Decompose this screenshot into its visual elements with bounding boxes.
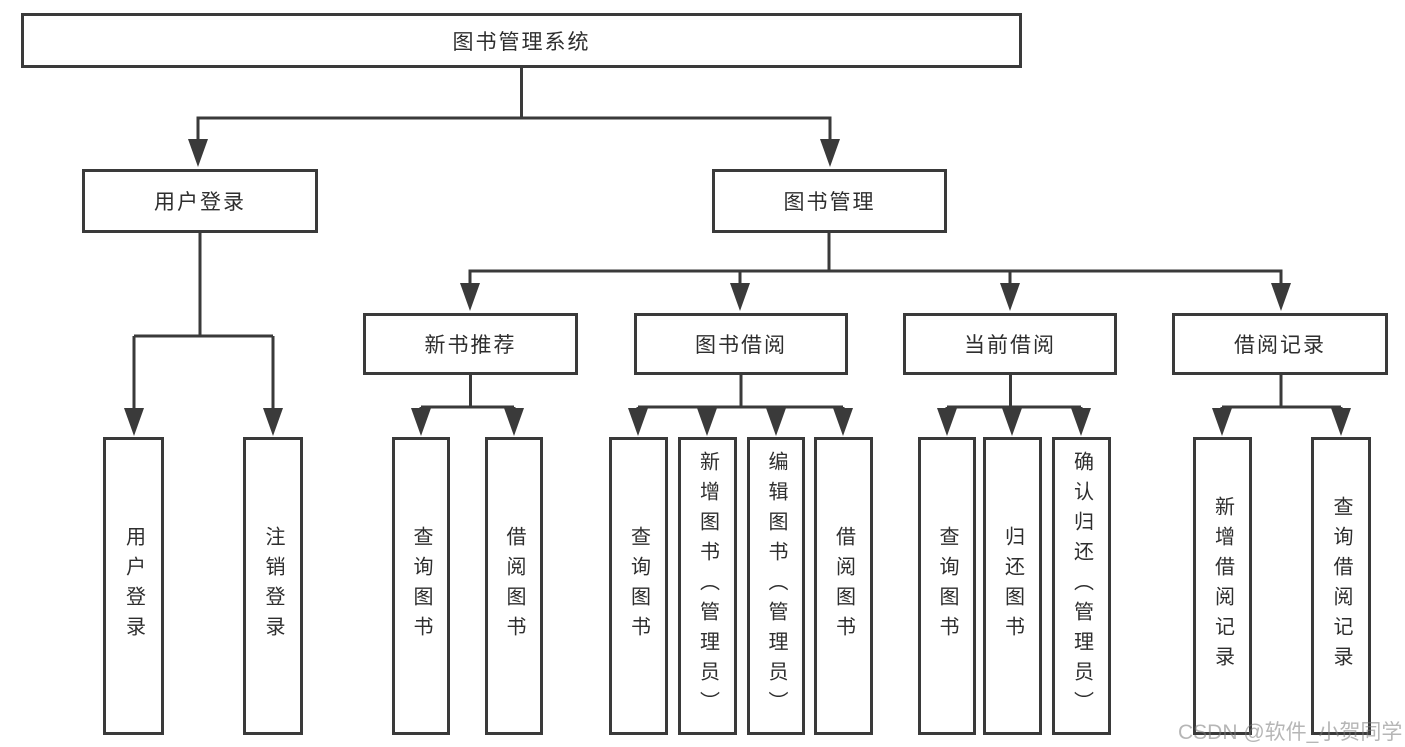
arrowhead-icons [124,139,1351,436]
node-leaf-query-books-1: 查询图书 [392,437,450,735]
node-book-borrowing: 图书借阅 [634,313,848,375]
csdn-watermark: CSDN @软件_小贺同学 [1178,721,1403,744]
node-leaf-query-books-3: 查询图书 [918,437,976,735]
node-leaf-query-borrow-record: 查询借阅记录 [1311,437,1371,735]
node-leaf-return-books: 归还图书 [983,437,1042,735]
node-leaf-edit-books-admin: 编辑图书（管理员） [747,437,805,735]
node-leaf-add-books-admin: 新增图书（管理员） [678,437,737,735]
node-leaf-user-login: 用户登录 [103,437,164,735]
node-user-login: 用户登录 [82,169,318,233]
node-current-borrowing: 当前借阅 [903,313,1117,375]
node-book-management: 图书管理 [712,169,947,233]
node-leaf-borrow-books-1: 借阅图书 [485,437,543,735]
node-leaf-query-books-2: 查询图书 [609,437,668,735]
node-leaf-add-borrow-record: 新增借阅记录 [1193,437,1252,735]
node-leaf-confirm-return-admin: 确认归还（管理员） [1052,437,1111,735]
node-borrowing-records: 借阅记录 [1172,313,1388,375]
node-library-management-system: 图书管理系统 [21,13,1022,68]
node-leaf-borrow-books-2: 借阅图书 [814,437,873,735]
node-leaf-logout: 注销登录 [243,437,303,735]
node-new-book-recommendation: 新书推荐 [363,313,578,375]
